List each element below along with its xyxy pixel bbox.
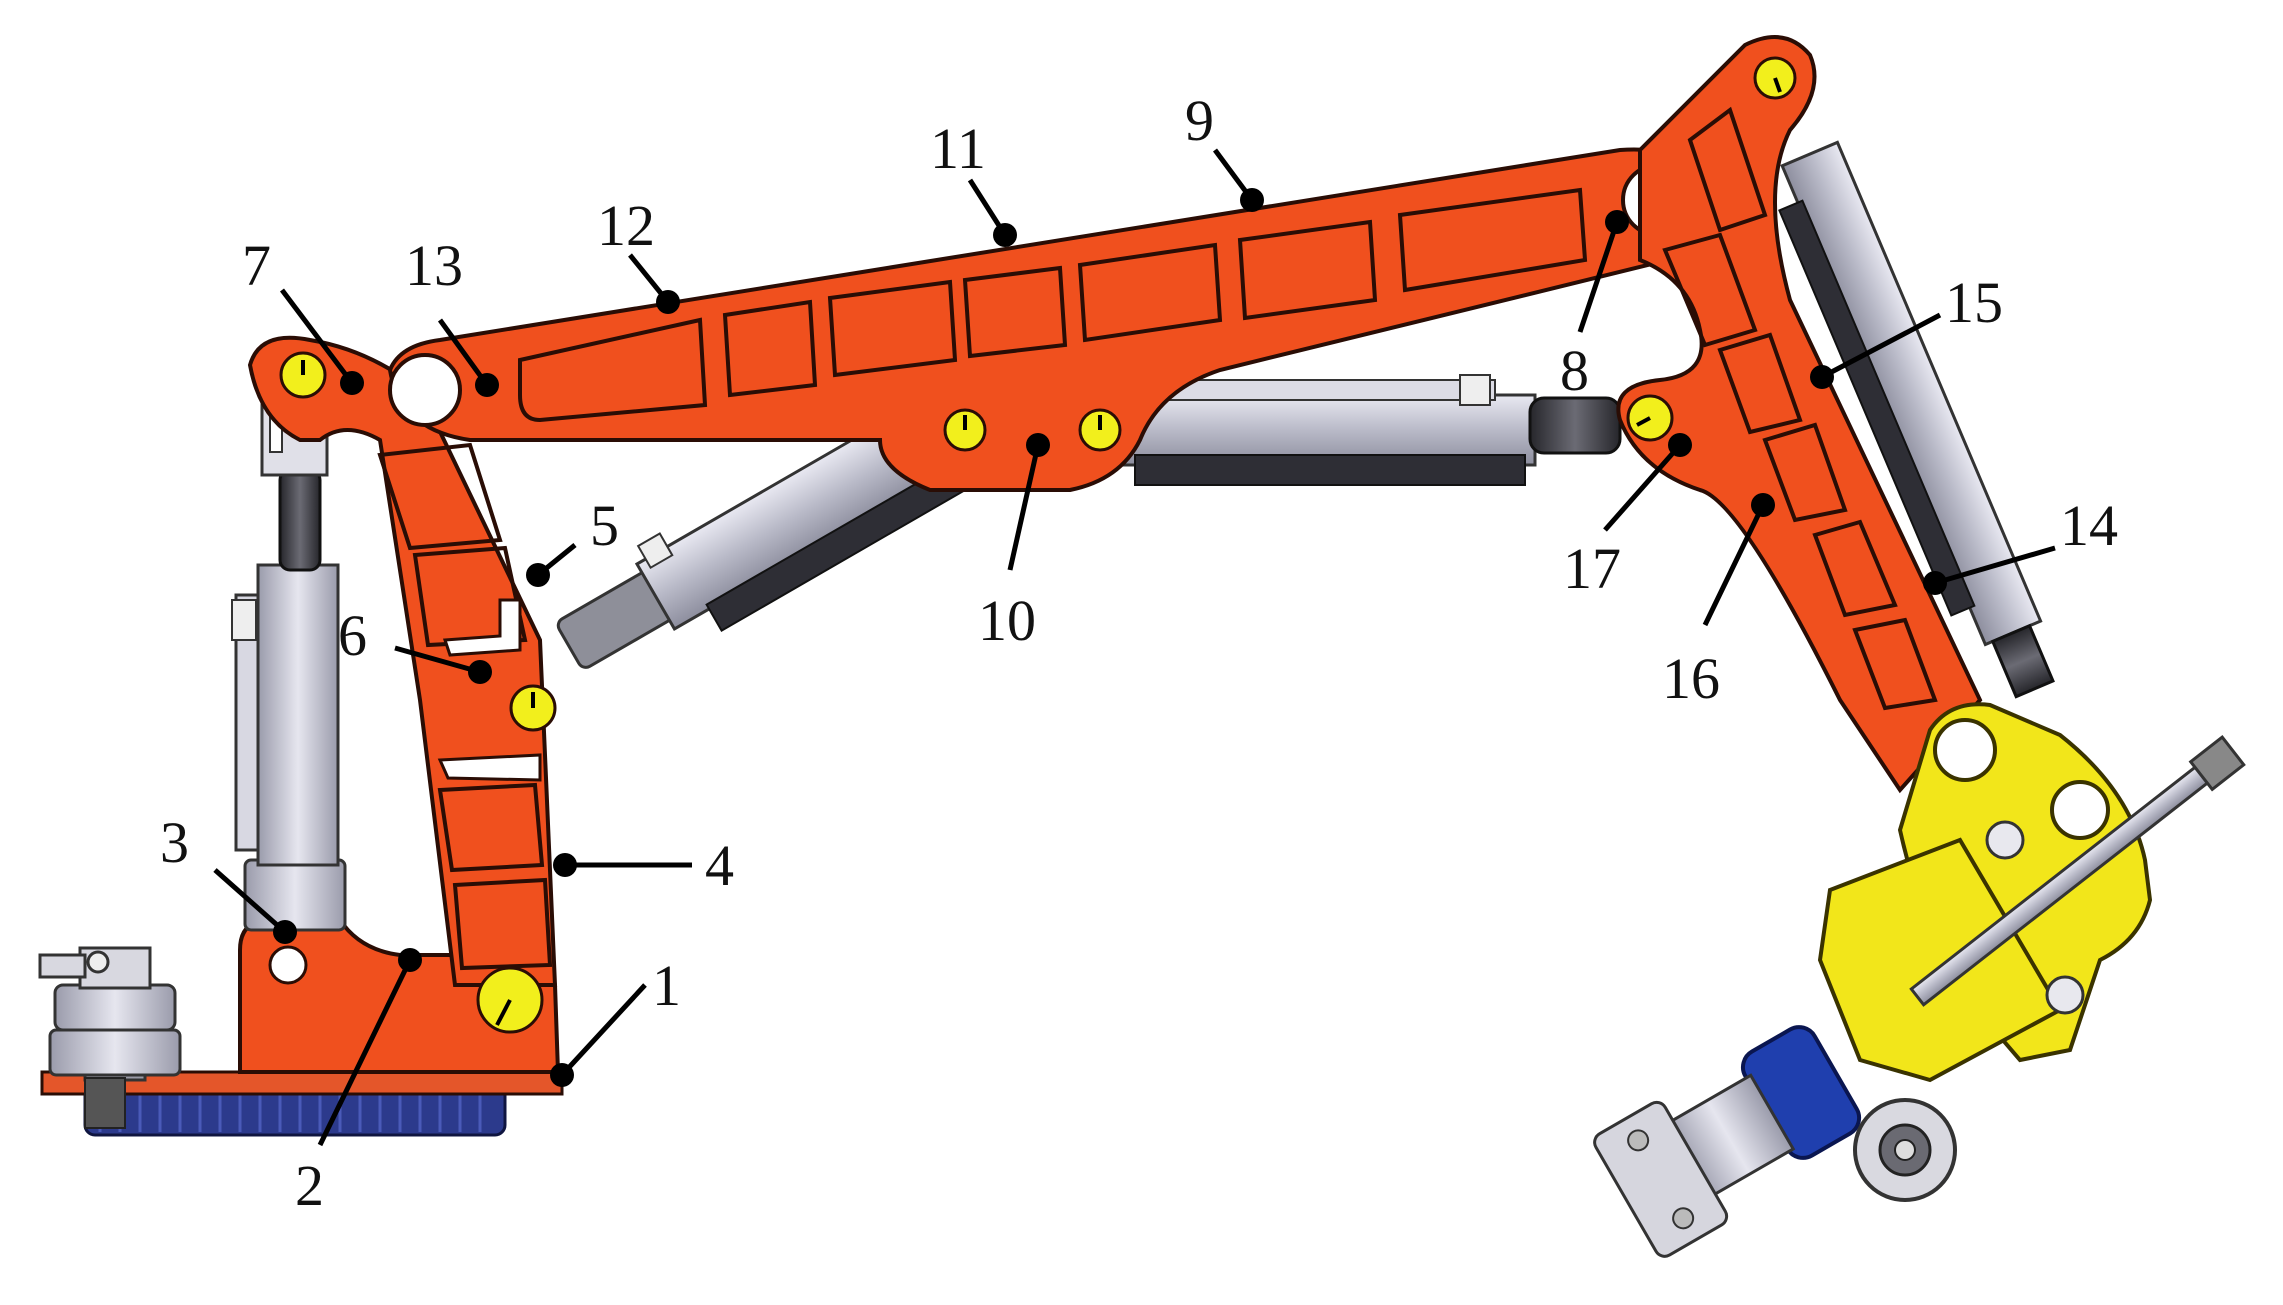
callout-label-15: 15 bbox=[1945, 270, 2003, 335]
callout-dot-13 bbox=[475, 373, 499, 397]
callout-label-11: 11 bbox=[930, 116, 986, 181]
callout-label-12: 12 bbox=[597, 193, 655, 258]
main-boom-window bbox=[1397, 187, 1588, 293]
callout-label-9: 9 bbox=[1185, 88, 1214, 153]
callout-dot-5 bbox=[526, 563, 550, 587]
slewing-gear-teeth bbox=[98, 1090, 482, 1132]
leader-16 bbox=[1702, 503, 1766, 627]
callout-dot-10 bbox=[1026, 433, 1050, 457]
leader-3 bbox=[213, 868, 287, 934]
forearm-window bbox=[1852, 617, 1938, 711]
callout-label-7: 7 bbox=[242, 233, 271, 298]
callout-dots bbox=[273, 188, 1947, 1087]
leader-6 bbox=[394, 645, 481, 675]
callout-label-1: 1 bbox=[652, 953, 681, 1018]
lower-arm-body bbox=[247, 335, 558, 987]
callout-dot-4 bbox=[553, 853, 577, 877]
callout-dot-16 bbox=[1751, 493, 1775, 517]
leader-10 bbox=[1007, 444, 1041, 571]
forearm-window bbox=[1812, 519, 1898, 618]
feed-rod bbox=[1909, 735, 2246, 1007]
lower-arm-window bbox=[377, 442, 503, 551]
main-boom-window bbox=[827, 279, 958, 378]
lower-arm-window bbox=[412, 545, 528, 648]
forearm-window bbox=[1717, 332, 1803, 435]
callout-dot-1 bbox=[550, 1063, 574, 1087]
callout-label-13: 13 bbox=[405, 233, 463, 298]
lower-arm-slot bbox=[437, 753, 542, 782]
leader-2 bbox=[317, 958, 413, 1147]
slewing-motor bbox=[38, 946, 182, 1129]
main-boom-window bbox=[518, 317, 708, 423]
callout-dot-8 bbox=[1605, 210, 1629, 234]
callout-dot-6 bbox=[468, 660, 492, 684]
leader-1 bbox=[560, 983, 647, 1077]
callout-dot-7 bbox=[340, 371, 364, 395]
callout-labels: 1 2 3 4 5 6 7 8 9 10 11 12 13 14 15 16 1… bbox=[160, 88, 2118, 1218]
callout-label-17: 17 bbox=[1563, 536, 1621, 601]
forearm-cylinder bbox=[1778, 140, 2055, 699]
forearm-window bbox=[1662, 232, 1758, 348]
callout-dot-14 bbox=[1923, 571, 1947, 595]
lower-arm-slot bbox=[442, 598, 522, 657]
lower-arm-window bbox=[452, 877, 553, 971]
callout-dot-3 bbox=[273, 920, 297, 944]
callout-label-14: 14 bbox=[2060, 493, 2118, 558]
leader-8 bbox=[1577, 221, 1620, 333]
main-boom-window bbox=[962, 265, 1068, 359]
wrist-housing bbox=[1817, 837, 2063, 1083]
boom-cylinder-upper bbox=[1113, 374, 1622, 486]
forearm-window bbox=[1762, 422, 1848, 523]
callout-label-2: 2 bbox=[295, 1153, 324, 1218]
wrist-roller bbox=[1985, 820, 2025, 860]
wrist-motor bbox=[1593, 1025, 1862, 1258]
callout-dot-11 bbox=[993, 223, 1017, 247]
lower-arm-window bbox=[437, 782, 545, 873]
wrist-assembly bbox=[1593, 702, 2246, 1258]
main-boom-window bbox=[1077, 242, 1223, 343]
callout-dot-2 bbox=[398, 948, 422, 972]
callout-label-3: 3 bbox=[160, 810, 189, 875]
leader-15 bbox=[1820, 312, 1942, 380]
callout-label-6: 6 bbox=[338, 603, 367, 668]
callout-label-4: 4 bbox=[705, 833, 734, 898]
leader-13 bbox=[437, 318, 490, 387]
wrist-roller bbox=[2045, 975, 2085, 1015]
leader-7 bbox=[280, 288, 354, 385]
lower-arm bbox=[247, 335, 558, 1034]
base-bracket-hole bbox=[268, 945, 308, 985]
callout-dot-15 bbox=[1810, 365, 1834, 389]
callout-label-16: 16 bbox=[1662, 646, 1720, 711]
forearm-window bbox=[1687, 106, 1768, 233]
callout-label-5: 5 bbox=[590, 493, 619, 558]
callout-leaders bbox=[213, 148, 2056, 1147]
callout-label-8: 8 bbox=[1560, 338, 1589, 403]
leader-17 bbox=[1603, 443, 1682, 532]
callout-dot-9 bbox=[1240, 188, 1264, 212]
boom-root-hub bbox=[388, 353, 462, 427]
leader-14 bbox=[1934, 545, 2056, 586]
callout-dot-12 bbox=[656, 290, 680, 314]
main-boom-window bbox=[1237, 219, 1378, 321]
wrist-hub bbox=[2050, 780, 2110, 840]
forearm bbox=[1616, 35, 2055, 794]
callout-dot-17 bbox=[1668, 433, 1692, 457]
main-boom-window bbox=[722, 299, 818, 398]
wrist-hub bbox=[1933, 718, 1997, 782]
lift-cylinder bbox=[231, 403, 347, 932]
callout-label-10: 10 bbox=[978, 588, 1036, 653]
